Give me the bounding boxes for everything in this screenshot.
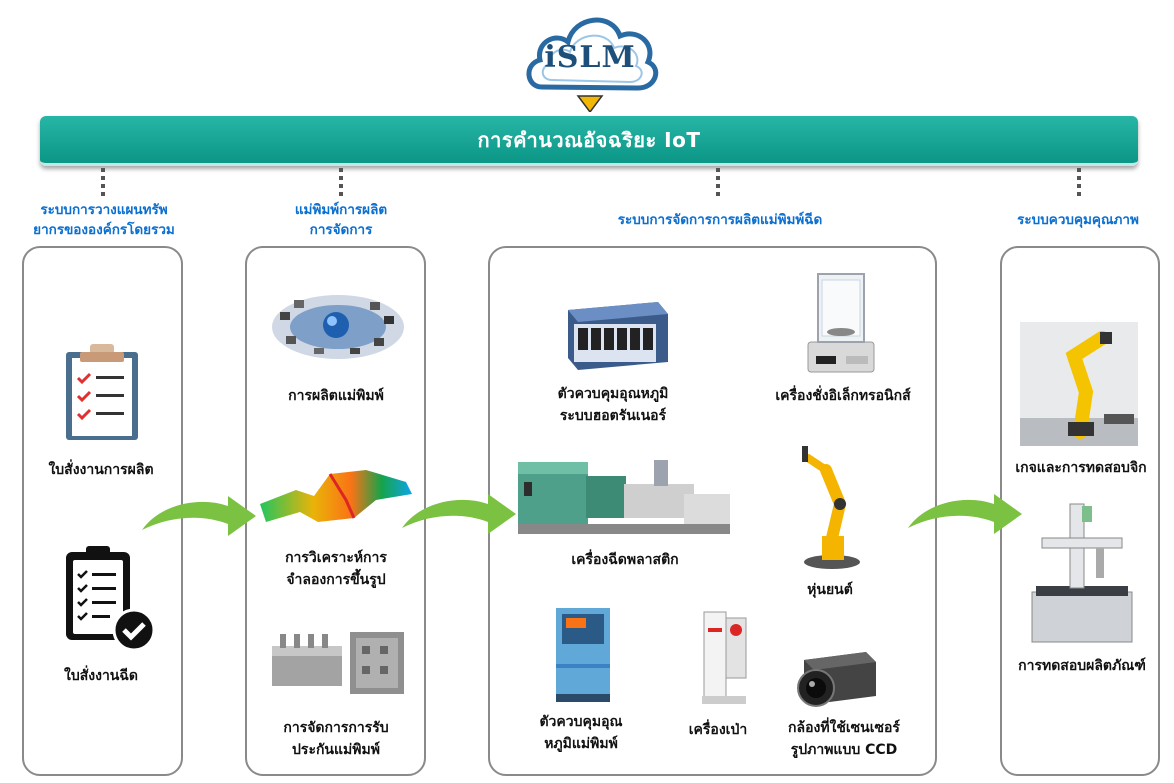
logo-text: iSLM: [544, 40, 636, 75]
mold-quality-image: [272, 632, 404, 694]
column-title-line: ระบบการจัดการการผลิตแม่พิมพ์ฉีด: [617, 212, 823, 228]
label-injection-machine: เครื่องฉีดพลาสติก: [571, 552, 679, 568]
label-ccd-line2: รูปภาพแบบ CCD: [790, 742, 898, 758]
label-ccd-line1: กล้องที่ใช้เซนเซอร์: [788, 720, 900, 736]
ccd-camera-image: [797, 652, 876, 707]
label-mold-quality-line1: การจัดการการรับ: [283, 720, 389, 736]
column-title-line: ระบบการวางแผนทรัพ: [40, 202, 168, 218]
column-title-quality-control: ระบบควบคุมคุณภาพ: [990, 210, 1166, 230]
connector-dots: [1077, 168, 1081, 200]
cloud-icon: [526, 17, 659, 114]
label-mold-manufacturing: การผลิตแม่พิมพ์: [288, 388, 384, 404]
column-title-line: แม่พิมพ์การผลิต: [294, 202, 388, 218]
label-mold-temp-line2: หภูมิแม่พิมพ์: [544, 736, 618, 752]
panel-erp: [22, 246, 183, 776]
column-title-line: การจัดการ: [309, 222, 373, 238]
connector-dots: [716, 168, 720, 200]
mold-temperature-controller-image: [556, 608, 610, 702]
column-title-line: ระบบควบคุมคุณภาพ: [1017, 212, 1139, 228]
label-simulation-line2: จำลองการขึ้นรูป: [286, 572, 386, 588]
product-testing-cmm-image: [1031, 503, 1133, 643]
hot-runner-controller-image: [568, 302, 668, 370]
label-mold-temp-line1: ตัวควบคุมอุณ: [539, 714, 623, 730]
iot-bar-title: การคำนวณอัจฉริยะ IoT: [477, 127, 701, 152]
robot-arm-image: [802, 446, 860, 569]
label-hot-runner-line2: ระบบฮอตรันเนอร์: [559, 408, 667, 424]
label-simulation-line1: การวิเคราะห์การ: [285, 550, 387, 566]
label-production-order: ใบสั่งงานการผลิต: [48, 462, 154, 478]
jig-testing-robot-image: [1020, 322, 1138, 446]
label-injection-order: ใบสั่งงานฉีด: [64, 668, 138, 684]
mold-manufacturing-image: [272, 295, 404, 359]
mold-flow-simulation-image: [260, 470, 412, 522]
electronic-balance-image: [807, 273, 875, 373]
clipboard-approved-icon: [66, 546, 156, 652]
clipboard-checklist-icon: [66, 344, 138, 440]
label-dryer: เครื่องเป่า: [688, 722, 748, 738]
label-product-testing: การทดสอบผลิตภัณฑ์: [1018, 658, 1146, 674]
flow-arrow-right-icon: [402, 494, 516, 534]
column-title-mold-management: แม่พิมพ์การผลิต การจัดการ: [246, 200, 436, 240]
flow-arrow-right-icon: [908, 494, 1022, 534]
injection-molding-machine-image: [518, 460, 730, 534]
label-hot-runner-line1: ตัวควบคุมอุณหภูมิ: [557, 386, 669, 402]
column-title-erp: ระบบการวางแผนทรัพ ยากรขององค์กรโดยรวม: [6, 200, 202, 240]
islm-logo: iSLM: [520, 2, 660, 114]
connector-dots: [101, 168, 105, 200]
iot-computing-bar: การคำนวณอัจฉริยะ IoT: [40, 116, 1138, 166]
label-electronic-balance: เครื่องชั่งอิเล็กทรอนิกส์: [775, 388, 911, 404]
flow-arrow-right-icon: [142, 496, 256, 536]
label-robot: หุ่นยนต์: [807, 582, 853, 598]
label-mold-quality-line2: ประกันแม่พิมพ์: [292, 742, 380, 758]
connector-dots: [339, 168, 343, 200]
column-title-line: ยากรขององค์กรโดยรวม: [33, 222, 175, 238]
column-title-injection-management: ระบบการจัดการการผลิตแม่พิมพ์ฉีด: [560, 210, 880, 230]
dryer-image: [702, 611, 747, 704]
label-jig-testing: เกจและการทดสอบจิก: [1015, 460, 1147, 476]
